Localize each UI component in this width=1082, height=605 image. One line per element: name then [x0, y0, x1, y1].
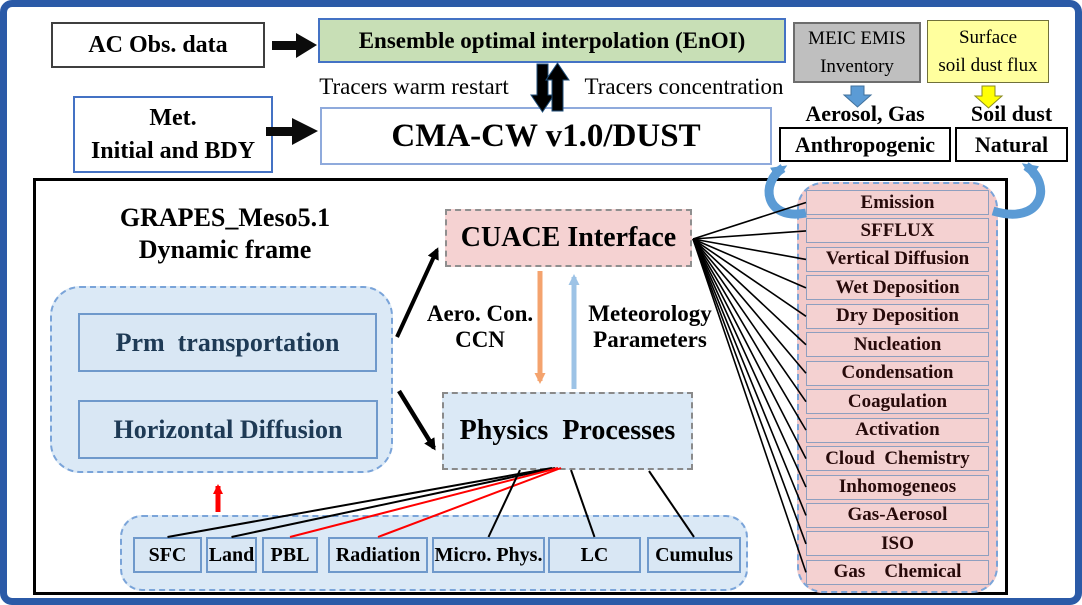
cuace-process-box: Nucleation	[806, 332, 989, 358]
tracers-concentration-label: Tracers concentration	[584, 74, 784, 99]
cuace-process-box: Gas Chemical	[806, 559, 989, 585]
surface-line1: Surface	[958, 26, 1018, 48]
cuace-process-box: Dry Deposition	[806, 303, 989, 329]
meic-line2: Inventory	[820, 55, 894, 77]
met-line1: Met.	[149, 105, 197, 132]
met-initial-bdy-box: Met. Initial and BDY	[73, 96, 273, 173]
aerosol-gas-label: Aerosol, Gas	[805, 101, 925, 126]
cuace-process-label: Emission	[860, 191, 935, 213]
arrow-tracers-up	[545, 62, 570, 112]
enoi-box: Ensemble optimal interpolation (EnOI)	[318, 18, 786, 63]
meic-inventory-box: MEIC EMIS Inventory	[793, 22, 921, 83]
surface-line2: soil dust flux	[938, 54, 1038, 76]
cuace-interface-box: CUACE Interface	[445, 209, 692, 267]
cuace-process-box: Wet Deposition	[806, 275, 989, 301]
horizontal-diffusion-label: Horizontal Diffusion	[113, 414, 343, 444]
surface-soil-dust-flux-box: Surface soil dust flux	[927, 20, 1049, 83]
cuace-process-label: Wet Deposition	[835, 276, 960, 298]
cuace-process-label: Dry Deposition	[836, 305, 959, 327]
aero-con-ccn-label: Aero. Con. CCN	[418, 298, 542, 356]
cuace-process-box: Gas-Aerosol	[806, 502, 989, 528]
cuace-processes-container: Emission SFFLUX Vertical Diffusion Wet D…	[797, 182, 998, 593]
ac-obs-data-box: AC Obs. data	[51, 22, 265, 68]
model-frame-box	[33, 178, 1008, 595]
arrow-met-to-cma	[266, 118, 318, 145]
cuace-process-label: Nucleation	[853, 333, 942, 355]
cuace-process-label: Inhomogeneos	[838, 476, 957, 498]
grapes-meso-label: GRAPES_Meso5.1 Dynamic frame	[88, 202, 362, 266]
cuace-process-label: Coagulation	[847, 390, 948, 412]
ac-obs-data-label: AC Obs. data	[88, 31, 228, 58]
physics-schemes-container	[120, 515, 748, 591]
meic-line1: MEIC EMIS	[808, 27, 906, 49]
physics-processes-box: Physics Processes	[442, 392, 693, 470]
cuace-process-box: ISO	[806, 531, 989, 557]
cuace-process-box: Condensation	[806, 360, 989, 386]
cuace-process-label: Condensation	[841, 362, 954, 384]
arrow-tracers-down	[530, 63, 555, 113]
cuace-process-label: SFFLUX	[860, 219, 935, 241]
prm-transportation-box: Prm transportation	[78, 313, 377, 372]
cuace-process-box: Emission	[806, 190, 989, 215]
cuace-process-box: Vertical Diffusion	[806, 246, 989, 272]
cuace-process-label: Activation	[855, 419, 940, 441]
enoi-label: Ensemble optimal interpolation (EnOI)	[358, 27, 746, 53]
prm-transportation-label: Prm transportation	[115, 327, 340, 357]
physics-processes-label: Physics Processes	[459, 415, 676, 446]
anthropogenic-box: Anthropogenic	[779, 127, 951, 162]
meteorology-parameters-label: Meteorology Parameters	[583, 298, 717, 356]
aero-con-line2: CCN	[455, 327, 505, 352]
arrow-ac-to-enoi	[272, 33, 317, 58]
aero-con-line1: Aero. Con.	[426, 300, 534, 326]
meteorology-line2: Parameters	[593, 327, 707, 352]
cuace-interface-label: CUACE Interface	[460, 222, 677, 253]
anthropogenic-label: Anthropogenic	[794, 131, 936, 157]
natural-box: Natural	[955, 127, 1068, 162]
met-line2: Initial and BDY	[90, 137, 256, 164]
cuace-process-box: Activation	[806, 417, 989, 443]
natural-label: Natural	[974, 131, 1049, 157]
cuace-process-box: Cloud Chemistry	[806, 446, 989, 472]
cuace-process-box: Coagulation	[806, 389, 989, 415]
horizontal-diffusion-box: Horizontal Diffusion	[78, 400, 378, 459]
grapes-line1: GRAPES_Meso5.1	[119, 202, 331, 232]
cuace-process-label: ISO	[881, 532, 914, 554]
cuace-process-label: Cloud Chemistry	[825, 447, 970, 469]
tracers-warm-restart-label: Tracers warm restart	[319, 74, 509, 99]
cuace-process-box: SFFLUX	[806, 218, 989, 244]
cuace-process-label: Vertical Diffusion	[825, 248, 970, 270]
cma-cw-dust-box: CMA-CW v1.0/DUST	[320, 107, 772, 165]
grapes-line2: Dynamic frame	[138, 235, 312, 264]
meteorology-line1: Meteorology	[588, 300, 712, 326]
soil-dust-label: Soil dust	[970, 101, 1053, 126]
cuace-process-label: Gas-Aerosol	[847, 504, 948, 526]
cma-cw-dust-label: CMA-CW v1.0/DUST	[391, 117, 701, 154]
cuace-process-box: Inhomogeneos	[806, 474, 989, 500]
cuace-process-label: Gas Chemical	[833, 561, 962, 583]
